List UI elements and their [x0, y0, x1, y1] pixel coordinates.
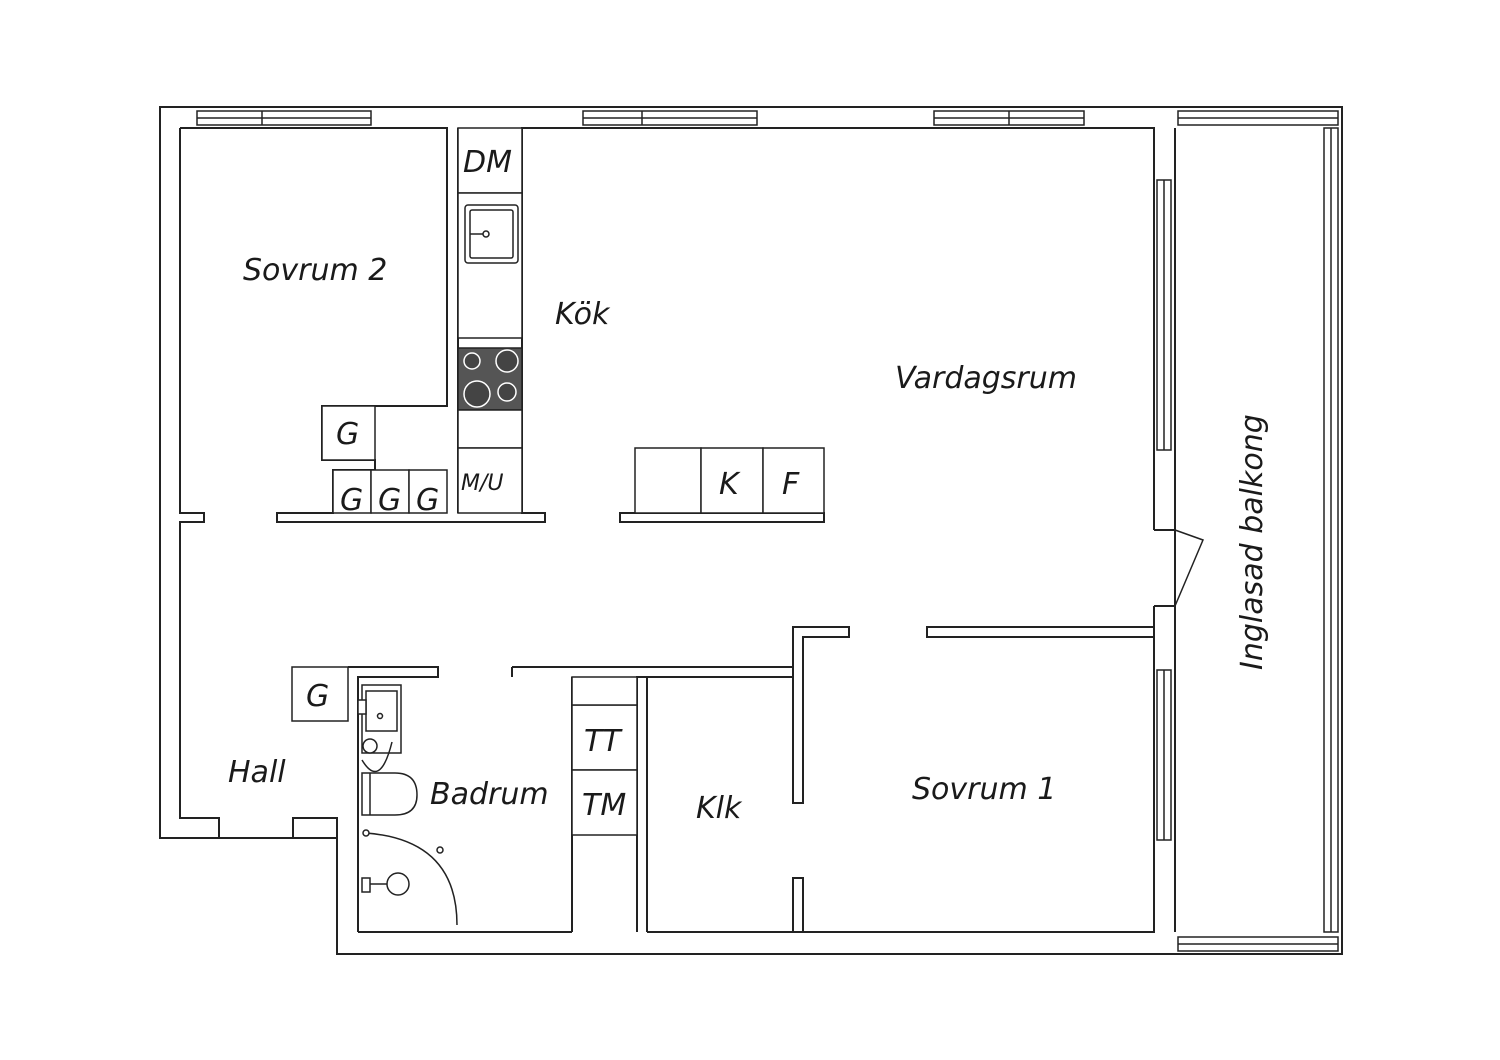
fixture-label-f: F [782, 467, 800, 502]
room-label-klk: Klk [696, 791, 743, 826]
fixture-label-mu: M/U [461, 471, 504, 496]
fixture-label-k: K [719, 467, 741, 502]
fixture-label-g-3: G [416, 483, 439, 518]
fixture-label-dm: DM [463, 145, 512, 180]
room-label-badrum: Badrum [430, 777, 549, 812]
fixture-label-g-hall: G [306, 679, 329, 714]
fixture-label-g-2: G [378, 483, 401, 518]
balcony-door [1174, 529, 1205, 607]
fixture-label-g-sovrum: G [336, 417, 359, 452]
room-label-balkong: Inglasad balkong [1235, 414, 1270, 670]
fixture-label-g-1: G [340, 483, 363, 518]
fixture-label-tm: TM [582, 788, 626, 823]
room-label-vardagsrum: Vardagsrum [895, 361, 1077, 396]
bathroom-fixtures [357, 684, 458, 926]
room-label-kok: Kök [555, 297, 611, 332]
room-label-sovrum2: Sovrum 2 [243, 253, 387, 288]
kitchen-counter [291, 127, 825, 836]
windows [196, 110, 1339, 952]
toilet-icon [361, 772, 418, 816]
interior-walls [348, 512, 1155, 933]
shower-icon [365, 832, 458, 926]
room-label-sovrum1: Sovrum 1 [912, 772, 1056, 807]
fixture-label-tt: TT [584, 724, 623, 759]
room-label-hall: Hall [228, 755, 286, 790]
